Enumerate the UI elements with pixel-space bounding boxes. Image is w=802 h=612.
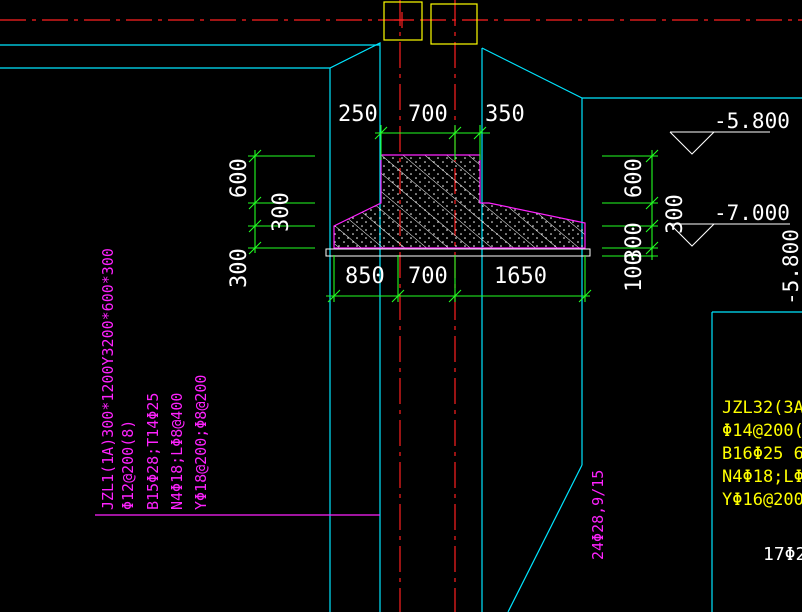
dim-bottom-2: 700 bbox=[408, 264, 448, 289]
section-profile bbox=[325, 154, 591, 257]
dim-right-4: 100 bbox=[622, 252, 647, 292]
dim-right-1: 600 bbox=[622, 158, 647, 198]
dimension-texts: 250 700 350 850 700 1650 bbox=[338, 102, 547, 289]
dim-top-2: 700 bbox=[408, 102, 448, 127]
dim-right-2: 300 bbox=[663, 194, 688, 234]
axis-marker-left bbox=[383, 1, 423, 41]
cushion-layer bbox=[325, 248, 591, 257]
dimension-lines bbox=[248, 125, 659, 303]
dim-right-3: 300 bbox=[622, 222, 647, 262]
dim-left-1: 600 bbox=[227, 158, 252, 198]
dim-bottom-1: 850 bbox=[345, 264, 385, 289]
bottom-rebar-note: 17Φ25 bbox=[763, 544, 802, 565]
elevation-lower: -7.000 bbox=[714, 201, 790, 225]
left-beam-edge bbox=[0, 42, 381, 612]
axis-markers bbox=[383, 1, 478, 45]
dim-left-3: 300 bbox=[227, 248, 252, 288]
elevation-edge: -5.800 bbox=[779, 229, 802, 305]
beam-annotation-right: JZL32(3A)7 Φ14@200(4 B16Φ25 6/1 N4Φ18;LΦ… bbox=[722, 398, 802, 510]
section-outline bbox=[333, 154, 586, 249]
beam-annotation-right-line-1: JZL32(3A)7 bbox=[722, 398, 802, 418]
beam-annotation-line-1: JZL1(1A)300*1200Y3200*600*300 bbox=[99, 248, 117, 510]
rebar-note: 24Φ28,9/15 bbox=[589, 470, 607, 560]
dim-top-3: 350 bbox=[485, 102, 525, 127]
vertical-dimension-texts: 600 300 300 600 300 300 100 bbox=[227, 158, 688, 292]
elevation-texts: -5.800 -7.000 -5.800 bbox=[714, 109, 802, 305]
beam-annotation-right-line-4: N4Φ18;LΦ8 bbox=[722, 467, 802, 487]
dim-top-1: 250 bbox=[338, 102, 378, 127]
beam-annotation-right-line-5: YΦ16@200; bbox=[722, 490, 802, 510]
beam-annotation-left: JZL1(1A)300*1200Y3200*600*300 Φ12@200(8)… bbox=[99, 248, 607, 560]
plan-outline bbox=[0, 42, 802, 612]
beam-annotation-line-2: Φ12@200(8) bbox=[119, 420, 137, 510]
beam-annotation-line-4: N4Φ18;LΦ8@400 bbox=[168, 393, 186, 510]
beam-annotation-line-5: YΦ18@200;Φ8@200 bbox=[192, 375, 210, 510]
bottom-right-note: 17Φ25 bbox=[763, 544, 802, 565]
elevation-upper: -5.800 bbox=[714, 109, 790, 133]
beam-annotation-right-line-2: Φ14@200(4 bbox=[722, 421, 802, 441]
bottom-right-chamfer bbox=[507, 464, 583, 612]
right-chamfer bbox=[481, 47, 583, 99]
elevation-marks bbox=[669, 131, 790, 247]
axis-marker-right bbox=[430, 3, 478, 45]
dim-left-2: 300 bbox=[269, 192, 294, 232]
beam-annotation-right-line-3: B16Φ25 6/1 bbox=[722, 444, 802, 464]
dim-bottom-3: 1650 bbox=[494, 264, 547, 289]
beam-annotation-line-3: B15Φ28;T14Φ25 bbox=[144, 393, 162, 510]
